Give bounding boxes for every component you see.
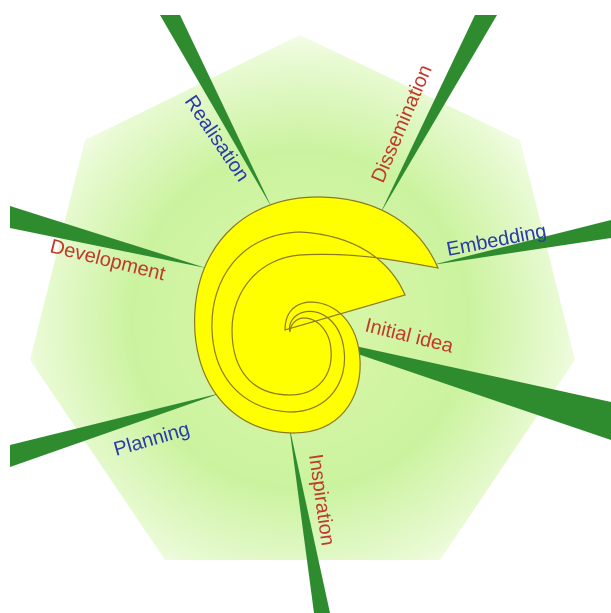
spiral-diagram: Initial idea Inspiration Planning Develo… (0, 0, 611, 613)
diagram-canvas: Initial idea Inspiration Planning Develo… (0, 0, 611, 613)
